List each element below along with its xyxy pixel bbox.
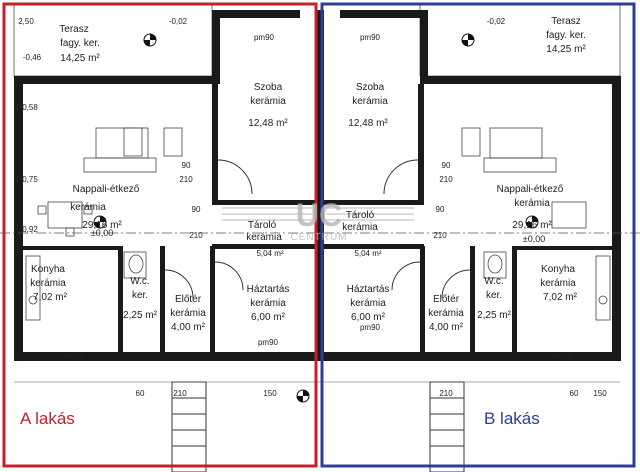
watermark-text: CENTRUM [290, 232, 348, 243]
dim-504-a: 5,04 m² [256, 249, 283, 258]
interior-walls-b [324, 84, 612, 354]
apartment-b-frame [320, 2, 636, 468]
watermark-logo: UC [295, 197, 343, 233]
terrace-b-floor: fagy. ker. [546, 30, 586, 41]
dim-90-mid-b: 90 [436, 205, 445, 214]
door-swings [164, 159, 471, 299]
terrace-a-floor: fagy. ker. [60, 38, 100, 49]
kitchen-a-name: Konyha [31, 264, 65, 275]
kitchen-b-area: 7,02 m² [543, 292, 578, 303]
dim-210-mid-b: 210 [433, 231, 447, 240]
level-092: 0,92 [22, 225, 38, 234]
dim-250-a: 2,50 [18, 17, 34, 26]
level-075: 0,75 [22, 175, 38, 184]
terrace-b-outline [419, 3, 621, 77]
living-b-floor: kerámia [514, 198, 550, 209]
dim-pm90-utility-a: pm90 [258, 338, 279, 347]
bedroom-b-floor: kerámia [352, 96, 388, 107]
dim-pm90-bedroom-a: pm90 [254, 33, 275, 42]
furniture-b [461, 127, 611, 321]
wc-a-floor: ker. [132, 290, 148, 301]
bedroom-a-name: Szoba [254, 82, 283, 93]
hall-b-floor: kerámia [428, 308, 464, 319]
terrace-a-outline [13, 3, 213, 77]
dim-210-a: 210 [179, 175, 193, 184]
terrace-b-area: 14,25 m² [546, 44, 586, 55]
dim-90-mid-a: 90 [192, 205, 201, 214]
hall-a-floor: kerámia [170, 308, 206, 319]
dim-60-bottom-b: 60 [570, 389, 579, 398]
bedroom-a-floor: kerámia [250, 96, 286, 107]
dim-pm90-bedroom-b: pm90 [360, 33, 381, 42]
dim-150-bottom-a: 150 [263, 389, 277, 398]
storage-a-name: Tároló [248, 220, 277, 231]
kitchen-b-floor: kerámia [540, 278, 576, 289]
hall-b-area: 4,00 m² [429, 322, 464, 333]
level-002-b: -0,02 [487, 17, 506, 26]
utility-a-name: Háztartás [247, 284, 290, 295]
living-b-name: Nappali-étkező [497, 184, 564, 195]
bedroom-b-name: Szoba [356, 82, 385, 93]
storage-b-name: Tároló [346, 210, 375, 221]
level-002-a: -0,02 [169, 17, 188, 26]
utility-b-name: Háztartás [347, 284, 390, 295]
wc-b-floor: ker. [486, 290, 502, 301]
entrance-steps-b [429, 381, 465, 472]
dim-504-b: 5,04 m² [354, 249, 381, 258]
dim-210-bottom-a: 210 [173, 389, 187, 398]
utility-a-floor: kerámia [250, 298, 286, 309]
utility-b-floor: kerámia [350, 298, 386, 309]
hall-a-name: Előtér [175, 294, 202, 305]
hall-b-name: Előtér [433, 294, 460, 305]
dim-90-b: 90 [442, 161, 451, 170]
kitchen-a-area: 7,02 m² [33, 292, 68, 303]
utility-a-area: 6,00 m² [251, 312, 286, 323]
utility-b-area: 6,00 m² [351, 312, 386, 323]
interior-walls-a [23, 84, 316, 354]
dim-150-bottom-b: 150 [593, 389, 607, 398]
furniture-a [25, 127, 183, 321]
level-markers [93, 33, 539, 403]
storage-b-floor: kerámia [342, 222, 378, 233]
kitchen-b-name: Konyha [541, 264, 575, 275]
living-a-level: ±0,00 [91, 228, 113, 238]
living-a-floor: kerámia [70, 202, 106, 213]
living-a-name: Nappali-étkező [73, 184, 140, 195]
dim-60-bottom-a: 60 [136, 389, 145, 398]
stair-hatching [222, 207, 414, 221]
apartment-b-label: B lakás [484, 409, 540, 428]
dim-210-mid-a: 210 [189, 231, 203, 240]
dim-210-bottom-b: 210 [439, 389, 453, 398]
kitchen-a-floor: kerámia [30, 278, 66, 289]
wc-a-area: 2,25 m² [123, 310, 158, 321]
storage-a-floor: kerámia [246, 232, 282, 243]
dim-pm90-kitchen-b: pm90 [554, 351, 575, 360]
level-046: -0,46 [23, 53, 42, 62]
apartment-a-frame [2, 2, 318, 468]
terrace-b-name: Terasz [551, 16, 580, 27]
terrace-a-name: Terasz [59, 24, 88, 35]
living-a-area: 29,16 m² [82, 220, 122, 231]
living-b-area: 29,16 m² [512, 220, 552, 231]
wc-b-name: W.c. [484, 276, 503, 287]
bedroom-b-area: 12,48 m² [348, 118, 388, 129]
hall-a-area: 4,00 m² [171, 322, 206, 333]
watermark: UC CENTRUM [284, 198, 354, 243]
wc-b-area: 2,25 m² [477, 310, 512, 321]
dim-210-b: 210 [439, 175, 453, 184]
apartment-a-label: A lakás [20, 409, 75, 428]
dim-90-a: 90 [182, 161, 191, 170]
bedroom-a-area: 12,48 m² [248, 118, 288, 129]
living-b-level: ±0,00 [523, 234, 545, 244]
wc-a-name: W.c. [130, 276, 149, 287]
terrace-a-area: 14,25 m² [60, 53, 100, 64]
dim-pm90-kitchen-a: pm90 [64, 351, 85, 360]
dim-pm90-utility-b: pm90 [360, 323, 381, 332]
level-058: 0,58 [22, 103, 38, 112]
